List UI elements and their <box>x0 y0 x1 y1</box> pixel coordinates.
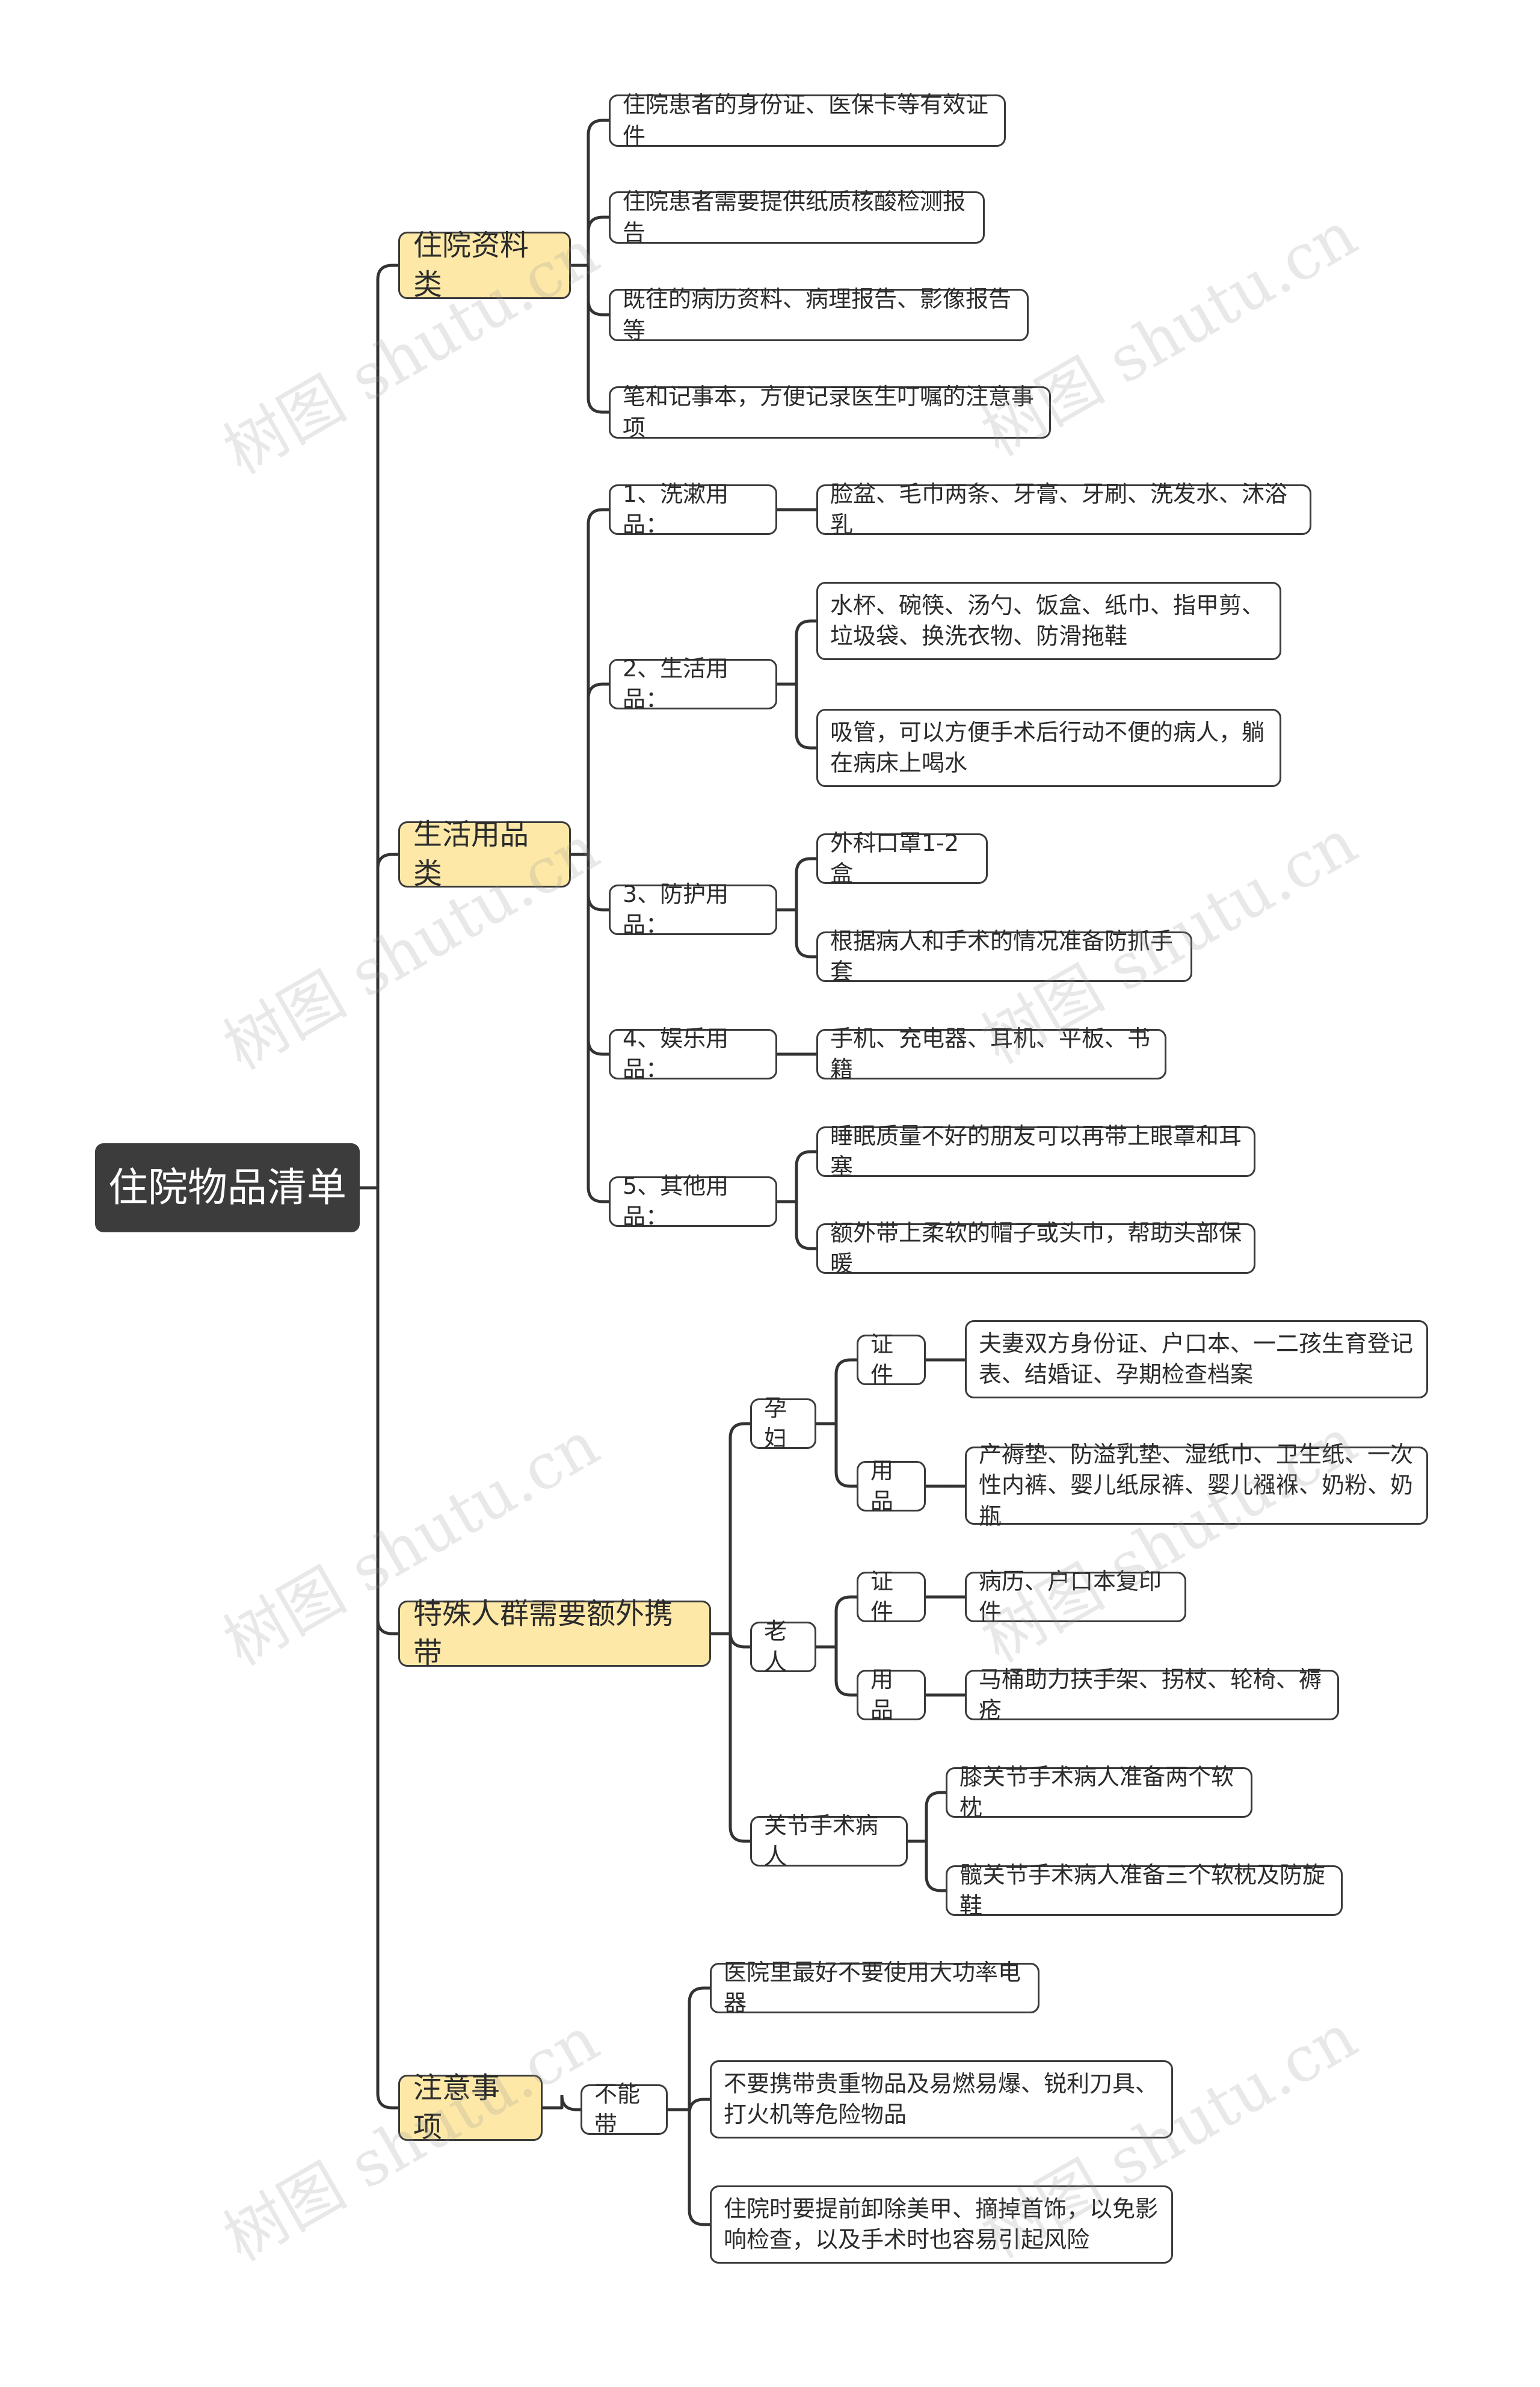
leaf-electronics-list[interactable]: 手机、充电器、耳机、平板、书籍 <box>816 1025 1166 1082</box>
connector-line <box>376 264 400 1190</box>
leaf-notebook[interactable]: 笔和记事本，方便记录医生叮嘱的注意事项 <box>609 383 1051 441</box>
leaf-knee-surgery[interactable]: 膝关节手术病人准备两个软枕 <box>946 1764 1252 1821</box>
connector-line <box>795 1200 818 1250</box>
connector-line <box>376 853 400 1190</box>
connector-line <box>587 682 611 856</box>
leaf-anti-scratch-gloves[interactable]: 根据病人和手术的情况准备防抓手套 <box>816 928 1192 985</box>
connector-line <box>834 1645 858 1697</box>
group-protective-items[interactable]: 3、防护用品： <box>609 881 777 938</box>
connector-line <box>587 215 611 267</box>
leaf-elderly-documents[interactable]: 病历、户口本复印件 <box>965 1568 1186 1625</box>
group-toiletries[interactable]: 1、洗漱用品： <box>609 481 777 538</box>
leaf-surgical-masks[interactable]: 外科口罩1-2盒 <box>816 830 988 887</box>
connector-line <box>728 1422 752 1635</box>
connector-line <box>795 619 818 686</box>
connector-line <box>834 1422 858 1488</box>
leaf-eye-mask[interactable]: 睡眠质量不好的朋友可以再带上眼罩和耳塞 <box>816 1123 1255 1180</box>
connector-line <box>925 1791 947 1843</box>
leaf-tableware-list[interactable]: 水杯、碗筷、汤勺、饭盒、纸巾、指甲剪、垃圾袋、换洗衣物、防滑拖鞋 <box>816 582 1281 660</box>
connector-line <box>688 2098 712 2114</box>
root-node[interactable]: 住院物品清单 <box>95 1143 360 1232</box>
leaf-remove-jewelry[interactable]: 住院时要提前卸除美甲、摘掉首饰，以免影响检查，以及手术时也容易引起风险 <box>710 2185 1173 2264</box>
group-pregnant-women[interactable]: 孕妇 <box>750 1395 816 1452</box>
connector-line <box>834 1595 858 1649</box>
category-special-groups[interactable]: 特殊人群需要额外携带 <box>398 1597 711 1670</box>
leaf-toiletries-list[interactable]: 脸盆、毛巾两条、牙膏、牙刷、洗发水、沐浴乳 <box>816 481 1311 538</box>
connector-line <box>688 2108 712 2226</box>
group-prohibited[interactable]: 不能带 <box>581 2081 668 2138</box>
connector-line <box>925 1839 947 1892</box>
connector-line <box>728 1632 752 1649</box>
category-hospital-documents[interactable]: 住院资料类 <box>398 229 571 301</box>
connector-line <box>834 1358 858 1425</box>
connector-line <box>587 508 611 856</box>
subgroup-pregnant-supplies[interactable]: 用品 <box>857 1457 926 1515</box>
leaf-id-card[interactable]: 住院患者的身份证、医保卡等有效证件 <box>609 91 1006 149</box>
subgroup-pregnant-documents[interactable]: 证件 <box>857 1331 926 1388</box>
category-daily-items[interactable]: 生活用品类 <box>398 818 571 891</box>
connector-line <box>560 2095 582 2111</box>
leaf-elderly-supplies[interactable]: 马桶助力扶手架、拐杖、轮椅、褥疮 <box>965 1666 1339 1723</box>
subgroup-elderly-supplies[interactable]: 用品 <box>857 1666 926 1723</box>
category-precautions[interactable]: 注意事项 <box>398 2071 543 2144</box>
leaf-soft-hat[interactable]: 额外带上柔软的帽子或头巾，帮助头部保暖 <box>816 1220 1255 1277</box>
leaf-pregnant-supplies[interactable]: 产褥垫、防溢乳垫、湿纸巾、卫生纸、一次性内裤、婴儿纸尿裤、婴儿襁褓、奶粉、奶瓶 <box>965 1441 1428 1530</box>
leaf-high-power-appliances[interactable]: 医院里最好不要使用大功率电器 <box>710 1959 1040 2016</box>
group-elderly[interactable]: 老人 <box>750 1618 816 1675</box>
connector-line <box>688 1986 712 2111</box>
leaf-dangerous-items[interactable]: 不要携带贵重物品及易燃易爆、锐利刀具、打火机等危险物品 <box>710 2060 1173 2138</box>
leaf-straw[interactable]: 吸管，可以方便手术后行动不便的病人，躺在病床上喝水 <box>816 709 1281 787</box>
connector-line <box>728 1632 752 1843</box>
leaf-pregnant-documents[interactable]: 夫妻双方身份证、户口本、一二孩生育登记表、结婚证、孕期检查档案 <box>965 1320 1428 1398</box>
group-entertainment-items[interactable]: 4、娱乐用品： <box>609 1025 777 1082</box>
connector-line <box>587 119 611 267</box>
connector-line <box>795 857 818 912</box>
leaf-medical-records[interactable]: 既往的病历资料、病理报告、影像报告等 <box>609 286 1029 344</box>
connector-line <box>587 264 611 414</box>
connector-line <box>795 682 818 750</box>
subgroup-elderly-documents[interactable]: 证件 <box>857 1568 926 1625</box>
leaf-hip-surgery[interactable]: 髋关节手术病人准备三个软枕及防旋鞋 <box>946 1862 1343 1919</box>
connector-line <box>376 1186 400 2110</box>
connector-line <box>795 908 818 959</box>
leaf-covid-report[interactable]: 住院患者需要提供纸质核酸检测报告 <box>609 188 985 246</box>
group-other-items[interactable]: 5、其他用品： <box>609 1173 777 1230</box>
connector-line <box>795 1150 818 1203</box>
group-joint-surgery-patients[interactable]: 关节手术病人 <box>750 1812 908 1870</box>
connector-line <box>587 853 611 1203</box>
group-living-items[interactable]: 2、生活用品： <box>609 655 777 712</box>
